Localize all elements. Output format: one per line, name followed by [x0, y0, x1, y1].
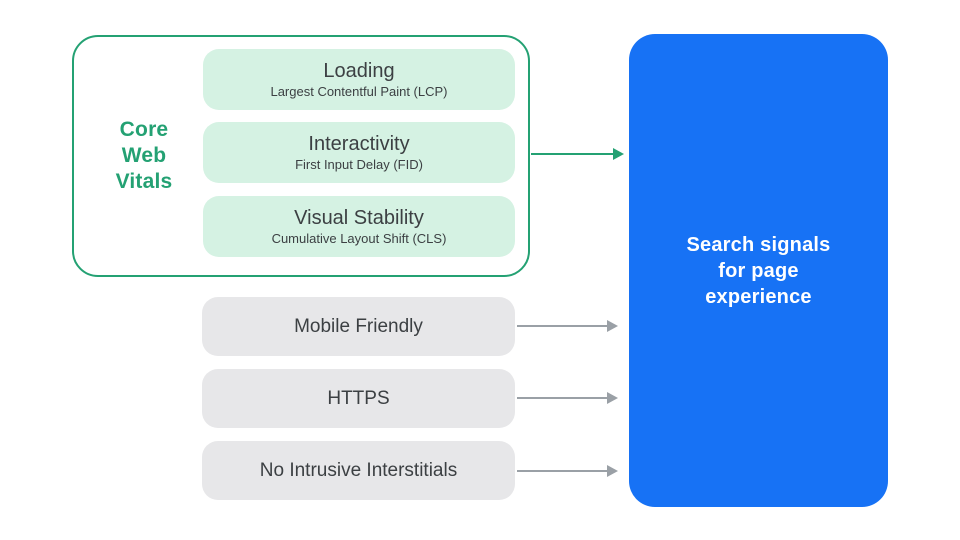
vital-title-interactivity: Interactivity [308, 133, 410, 155]
signal-card-no-intrusive-interstitials: No Intrusive Interstitials [202, 441, 515, 500]
search-signals-label: Search signals for page experience [687, 232, 831, 310]
search-signals-label-line-3: experience [705, 285, 812, 308]
mobile-friendly-arrow [517, 320, 618, 332]
search-signals-label-line-1: Search signals [686, 233, 831, 256]
core-web-vitals-group: Core Web Vitals Loading Largest Contentf… [72, 35, 530, 277]
vital-subtitle-lcp: Largest Contentful Paint (LCP) [270, 84, 448, 99]
core-web-vitals-label: Core Web Vitals [88, 37, 200, 275]
signal-label-https: HTTPS [327, 387, 390, 409]
signal-card-https: HTTPS [202, 369, 515, 428]
signal-label-mobile-friendly: Mobile Friendly [294, 315, 423, 337]
vital-title-visual-stability: Visual Stability [294, 207, 424, 229]
vital-subtitle-fid: First Input Delay (FID) [295, 157, 423, 172]
signal-card-mobile-friendly: Mobile Friendly [202, 297, 515, 356]
core-web-vitals-label-line-3: Vitals [115, 170, 173, 193]
vital-card-interactivity: Interactivity First Input Delay (FID) [203, 122, 515, 183]
search-signals-box: Search signals for page experience [629, 34, 888, 507]
search-signals-label-line-2: for page [718, 259, 799, 282]
vital-title-loading: Loading [323, 60, 395, 82]
core-web-vitals-label-line-2: Web [121, 144, 167, 167]
core-web-vitals-arrow [531, 148, 624, 160]
vital-card-loading: Loading Largest Contentful Paint (LCP) [203, 49, 515, 110]
vital-subtitle-cls: Cumulative Layout Shift (CLS) [271, 231, 447, 246]
core-web-vitals-label-line-1: Core [119, 118, 169, 141]
signal-label-no-intrusive-interstitials: No Intrusive Interstitials [259, 459, 458, 481]
vital-card-visual-stability: Visual Stability Cumulative Layout Shift… [203, 196, 515, 257]
no-intrusive-interstitials-arrow [517, 465, 618, 477]
https-arrow [517, 392, 618, 404]
